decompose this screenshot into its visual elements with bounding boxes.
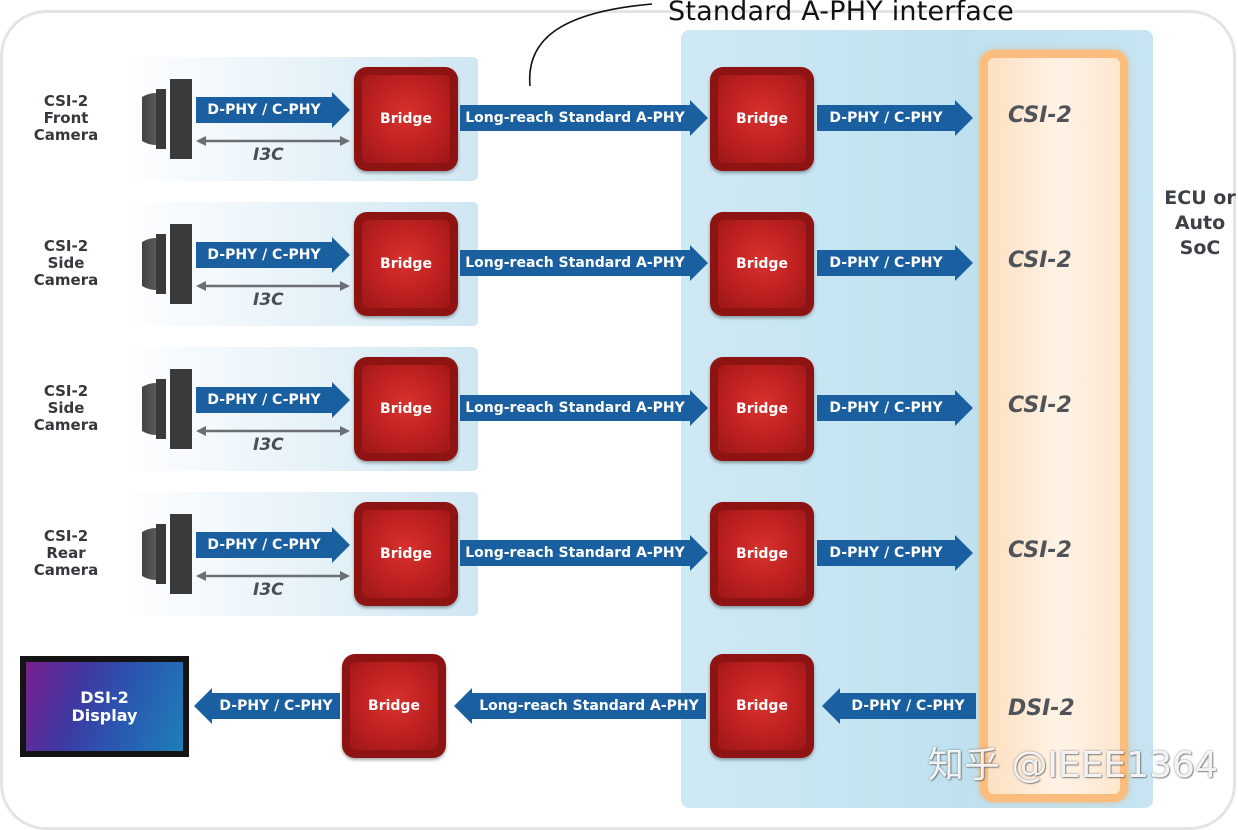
bridge-soc-label: Bridge	[736, 401, 788, 417]
soc-port-csi: CSI-2	[1008, 103, 1072, 128]
callout-label: Standard A-PHY interface	[668, 0, 1014, 27]
callout-line	[528, 3, 653, 87]
long-link-arrow: Long-reach Standard A-PHY	[460, 535, 708, 571]
bridge-camera-label: Bridge	[380, 401, 432, 417]
long-link-arrow: Long-reach Standard A-PHY	[460, 245, 708, 281]
watermark: 知乎 @IEEE1364	[928, 745, 1218, 786]
display-label: DSI-2 Display	[26, 662, 183, 751]
bridge-soc: Bridge	[710, 212, 814, 316]
i3c-label: I3C	[253, 290, 284, 310]
bridge-camera-label: Bridge	[380, 546, 432, 562]
long-link-arrow: Long-reach Standard A-PHY	[460, 390, 708, 426]
camera-icon	[142, 514, 192, 594]
bridge-soc: Bridge	[710, 502, 814, 606]
ecu-label: ECU or Auto SoC	[1164, 187, 1236, 259]
i3c-bidirectional-arrow	[196, 571, 350, 581]
camera-link-label: D-PHY / C-PHY	[196, 387, 332, 413]
soc-link-label: D-PHY / C-PHY	[817, 395, 955, 421]
bridge-camera-label: Bridge	[380, 256, 432, 272]
dsi2-display: DSI-2 Display	[20, 656, 189, 757]
display-long-link-label: Long-reach Standard A-PHY	[472, 693, 706, 719]
camera-link-label: D-PHY / C-PHY	[196, 532, 332, 558]
display-soc-link-label: D-PHY / C-PHY	[840, 693, 976, 719]
camera-link-arrow: D-PHY / C-PHY	[196, 382, 350, 418]
i3c-bidirectional-arrow	[196, 426, 350, 436]
camera-link-arrow: D-PHY / C-PHY	[196, 527, 350, 563]
i3c-bidirectional-arrow	[196, 136, 350, 146]
camera-label: CSI-2 Side Camera	[33, 382, 99, 434]
display-link-label: D-PHY / C-PHY	[212, 693, 340, 719]
soc-link-label: D-PHY / C-PHY	[817, 250, 955, 276]
camera-icon	[142, 224, 192, 304]
bridge-soc-label: Bridge	[736, 256, 788, 272]
bridge-soc-label: Bridge	[736, 546, 788, 562]
i3c-label: I3C	[253, 580, 284, 600]
camera-link-label: D-PHY / C-PHY	[196, 242, 332, 268]
bridge-camera: Bridge	[354, 212, 458, 316]
camera-icon	[142, 369, 192, 449]
camera-link-arrow: D-PHY / C-PHY	[196, 237, 350, 273]
display-soc-link-arrow: D-PHY / C-PHY	[822, 688, 976, 724]
soc-port-csi: CSI-2	[1008, 393, 1072, 418]
soc-port-dsi: DSI-2	[1008, 696, 1075, 721]
soc-link-arrow: D-PHY / C-PHY	[817, 100, 973, 136]
bridge-soc-label: Bridge	[736, 111, 788, 127]
camera-link-label: D-PHY / C-PHY	[196, 97, 332, 123]
long-link-label: Long-reach Standard A-PHY	[460, 540, 690, 566]
i3c-label: I3C	[253, 145, 284, 165]
i3c-label: I3C	[253, 435, 284, 455]
camera-label: CSI-2 Side Camera	[33, 237, 99, 289]
display-link-arrow: D-PHY / C-PHY	[194, 688, 340, 724]
camera-link-arrow: D-PHY / C-PHY	[196, 92, 350, 128]
long-link-label: Long-reach Standard A-PHY	[460, 395, 690, 421]
long-link-label: Long-reach Standard A-PHY	[460, 105, 690, 131]
long-link-label: Long-reach Standard A-PHY	[460, 250, 690, 276]
bridge-soc-display: Bridge	[710, 654, 814, 758]
soc-link-label: D-PHY / C-PHY	[817, 540, 955, 566]
soc-link-arrow: D-PHY / C-PHY	[817, 535, 973, 571]
soc-link-arrow: D-PHY / C-PHY	[817, 245, 973, 281]
soc-bar	[980, 50, 1128, 802]
bridge-soc: Bridge	[710, 67, 814, 171]
bridge-display-label: Bridge	[368, 698, 420, 714]
bridge-soc: Bridge	[710, 357, 814, 461]
soc-link-arrow: D-PHY / C-PHY	[817, 390, 973, 426]
soc-port-csi: CSI-2	[1008, 248, 1072, 273]
bridge-camera: Bridge	[354, 502, 458, 606]
camera-label: CSI-2 Front Camera	[33, 92, 99, 144]
soc-link-label: D-PHY / C-PHY	[817, 105, 955, 131]
i3c-bidirectional-arrow	[196, 281, 350, 291]
display-long-link-arrow: Long-reach Standard A-PHY	[454, 688, 706, 724]
bridge-camera-label: Bridge	[380, 111, 432, 127]
bridge-display: Bridge	[342, 654, 446, 758]
soc-port-csi: CSI-2	[1008, 538, 1072, 563]
bridge-camera: Bridge	[354, 67, 458, 171]
bridge-soc-display-label: Bridge	[736, 698, 788, 714]
bridge-camera: Bridge	[354, 357, 458, 461]
camera-icon	[142, 79, 192, 159]
camera-label: CSI-2 Rear Camera	[33, 527, 99, 579]
long-link-arrow: Long-reach Standard A-PHY	[460, 100, 708, 136]
